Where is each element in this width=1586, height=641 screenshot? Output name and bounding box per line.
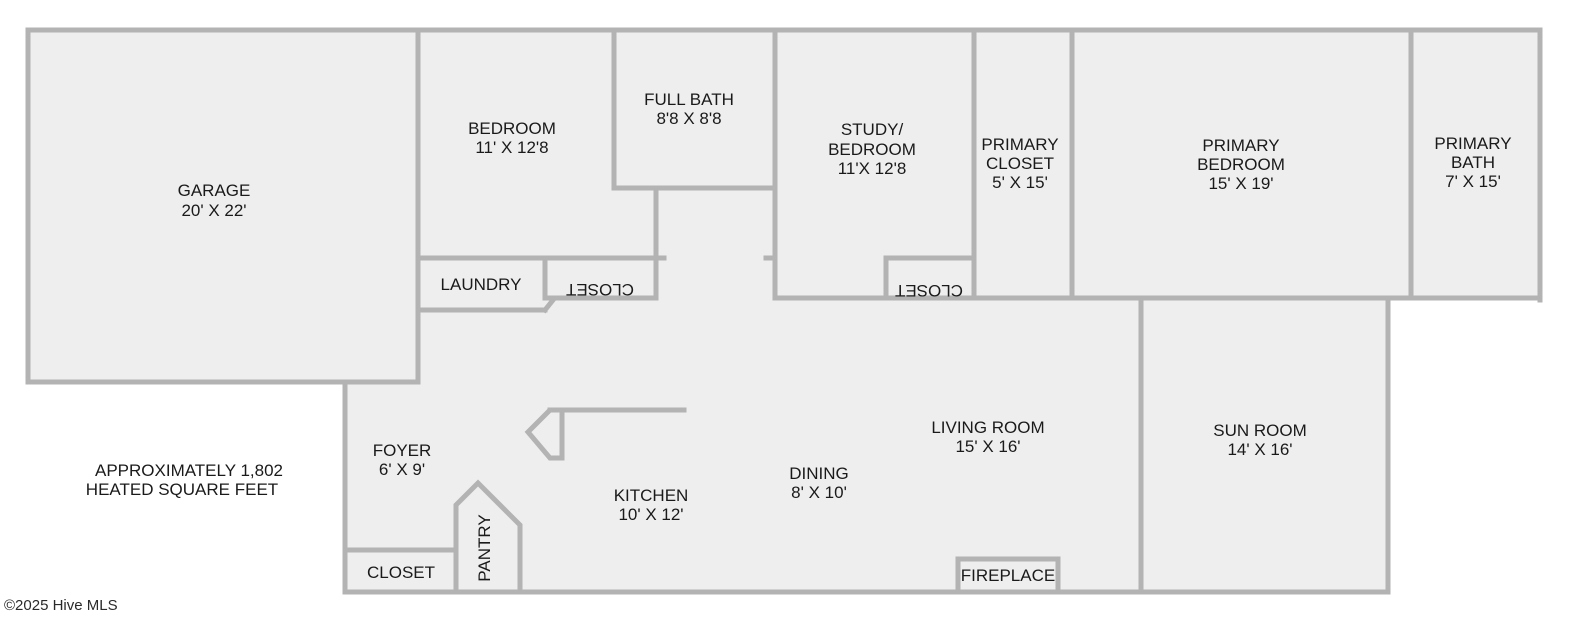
study-name-2: BEDROOM [828, 140, 916, 159]
primary-closet-name-2: CLOSET [986, 154, 1054, 173]
walls [25, 27, 1543, 595]
full-bath-name: FULL BATH [644, 90, 734, 109]
pantry-name: PANTRY [475, 514, 494, 581]
sun-room-dims: 14' X 16' [1227, 440, 1292, 459]
bedroom-name: BEDROOM [468, 119, 556, 138]
garage-name: GARAGE [178, 181, 251, 200]
living-room-dims: 15' X 16' [955, 437, 1020, 456]
sun-room-name: SUN ROOM [1213, 421, 1307, 440]
foyer-name: FOYER [373, 441, 432, 460]
fireplace-name: FIREPLACE [961, 566, 1055, 585]
foyer-dims: 6' X 9' [379, 460, 425, 479]
primary-bath-dims: 7' X 15' [1445, 172, 1501, 191]
study-name: STUDY/ [841, 120, 904, 139]
copyright-notice: ©2025 Hive MLS [4, 597, 118, 614]
dining-name: DINING [789, 464, 849, 483]
bedroom-dims: 11' X 12'8 [475, 138, 548, 157]
primary-bedroom-name: PRIMARY [1202, 136, 1279, 155]
kitchen-name: KITCHEN [614, 486, 689, 505]
floor-fill [28, 30, 1540, 592]
garage-dims: 20' X 22' [181, 201, 246, 220]
dining-dims: 8' X 10' [791, 483, 847, 502]
area-note-line2: HEATED SQUARE FEET [86, 480, 278, 499]
study-closet-name: CLOSET [895, 281, 963, 300]
primary-bedroom-dims: 15' X 19' [1208, 174, 1273, 193]
primary-closet-name: PRIMARY [981, 135, 1058, 154]
primary-bedroom-name-2: BEDROOM [1197, 155, 1285, 174]
primary-bath-name: PRIMARY [1434, 134, 1511, 153]
kitchen-dims: 10' X 12' [618, 505, 683, 524]
primary-closet-dims: 5' X 15' [992, 173, 1048, 192]
bedroom-closet-name: CLOSET [566, 280, 634, 299]
primary-bath-name-2: BATH [1451, 153, 1495, 172]
laundry-name: LAUNDRY [441, 275, 522, 294]
study-dims: 11'X 12'8 [838, 159, 907, 178]
area-note-line1: APPROXIMATELY 1,802 [95, 461, 283, 480]
living-room-name: LIVING ROOM [931, 418, 1044, 437]
full-bath-dims: 8'8 X 8'8 [656, 109, 721, 128]
foyer-closet-name: CLOSET [367, 563, 435, 582]
room-labels: GARAGE 20' X 22' BEDROOM 11' X 12'8 FULL… [86, 90, 1512, 585]
